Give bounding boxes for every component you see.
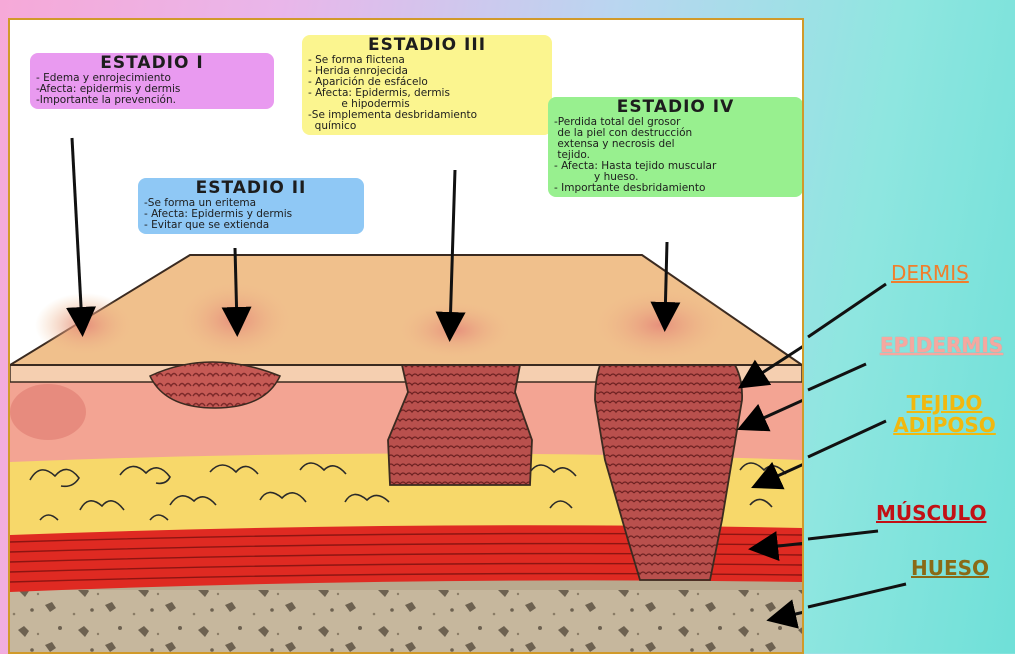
- stage-4-title: ESTADIO IV: [554, 99, 797, 117]
- dermis-label: DERMIS: [891, 262, 969, 284]
- stage-4-line: extensa y necrosis del: [554, 139, 797, 150]
- stage-4-note: ESTADIO IV -Perdida total del grosor de …: [548, 97, 803, 197]
- adipose-label-line-1: TEJIDO: [907, 391, 983, 415]
- stage-4-line: - Importante desbridamiento: [554, 183, 797, 194]
- stage-1-line: -Importante la prevención.: [36, 95, 268, 106]
- stage-1-note: ESTADIO I - Edema y enrojecimiento -Afec…: [30, 53, 274, 109]
- bone-label: HUESO: [911, 557, 989, 579]
- stage-2-title: ESTADIO II: [144, 180, 358, 198]
- stage-3-lesion: [388, 365, 532, 485]
- bone-layer: [10, 580, 802, 652]
- epidermis-label: EPIDERMIS: [880, 334, 1003, 356]
- stage-2-arrow: [235, 248, 237, 325]
- stage-2-line: - Evitar que se extienda: [144, 220, 358, 231]
- adipose-label-line-2: ADIPOSO: [893, 413, 996, 437]
- stage-2-note: ESTADIO II -Se forma un eritema - Afecta…: [138, 178, 364, 234]
- stage-1-title: ESTADIO I: [36, 55, 268, 73]
- diagram-panel: ESTADIO I - Edema y enrojecimiento -Afec…: [8, 18, 804, 654]
- stage-3-title: ESTADIO III: [308, 37, 546, 55]
- stage-3-note: ESTADIO III - Se forma flictena - Herida…: [302, 35, 552, 135]
- stage-4-arrow: [665, 242, 667, 320]
- adipose-label: TEJIDO ADIPOSO: [883, 392, 1006, 437]
- stage-3-line: químico: [308, 121, 546, 132]
- muscle-label: MÚSCULO: [876, 502, 987, 524]
